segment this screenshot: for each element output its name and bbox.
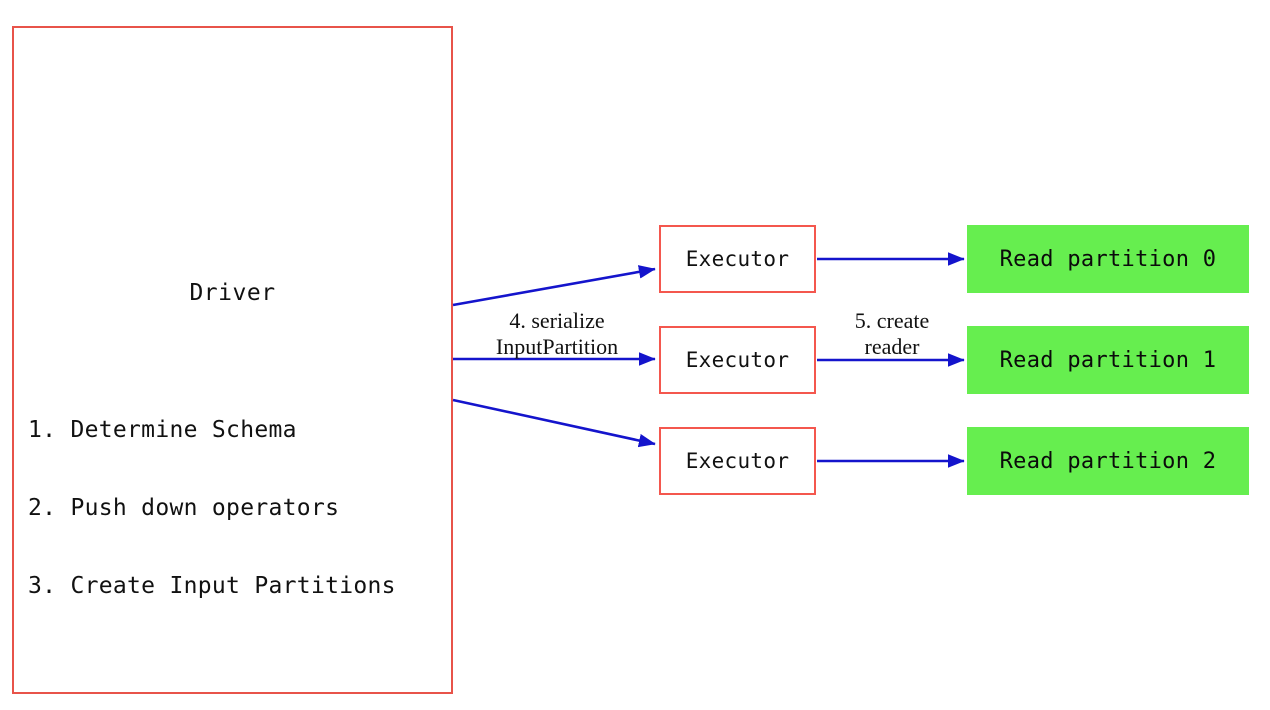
edge-label-create-reader-line1: 5. create (854, 308, 930, 333)
driver-box: Driver 1. Determine Schema 2. Push down … (12, 26, 453, 694)
read-partition-box-0: Read partition 0 (967, 225, 1249, 293)
read-partition-box-2: Read partition 2 (967, 427, 1249, 495)
edge-label-serialize-line1: 4. serialize (509, 308, 605, 333)
arrow-driver-to-executor-2 (452, 398, 656, 448)
edge-label-serialize: 4. serialize InputPartition (457, 308, 657, 360)
driver-title: Driver (189, 280, 276, 306)
edge-label-serialize-line2: InputPartition (495, 334, 619, 359)
executor-box-0: Executor (659, 225, 816, 293)
edge-label-create-reader-line2: reader (864, 334, 920, 359)
driver-step-1: 1. Determine Schema (28, 417, 297, 443)
driver-steps-list: 1. Determine Schema 2. Push down operato… (28, 365, 396, 651)
executor-box-2: Executor (659, 427, 816, 495)
arrow-driver-to-executor-0 (452, 265, 656, 307)
driver-step-3: 3. Create Input Partitions (28, 573, 396, 599)
driver-step-2: 2. Push down operators (28, 495, 340, 521)
read-partition-box-1: Read partition 1 (967, 326, 1249, 394)
executor-box-1: Executor (659, 326, 816, 394)
edge-label-create-reader: 5. create reader (822, 308, 962, 360)
